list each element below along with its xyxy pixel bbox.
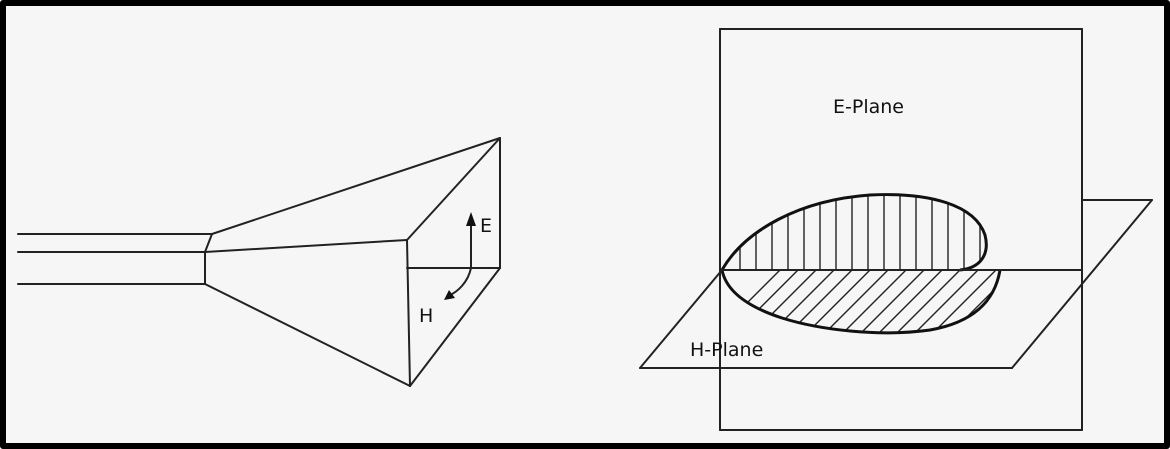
- e-plane: [719, 28, 1083, 431]
- waveguide-feed: [17, 233, 213, 285]
- e-plane-label: E-Plane: [833, 96, 904, 118]
- h-field-label: H: [419, 305, 433, 327]
- e-plane-lobe-hatch: [739, 194, 981, 270]
- e-field-arrow: [466, 212, 476, 269]
- horn-aperture: [406, 137, 501, 387]
- horn-flare: [204, 137, 501, 387]
- h-plane-lobe: [720, 269, 1002, 335]
- h-field-arrow: [444, 267, 472, 300]
- radiation-planes: E-Plane H-Plane: [639, 28, 1153, 431]
- h-plane: [639, 199, 1153, 369]
- e-field-label: E: [480, 215, 492, 237]
- horn-antenna: E H: [17, 137, 501, 387]
- e-plane-lobe: [720, 193, 988, 272]
- h-plane-label: H-Plane: [690, 339, 763, 361]
